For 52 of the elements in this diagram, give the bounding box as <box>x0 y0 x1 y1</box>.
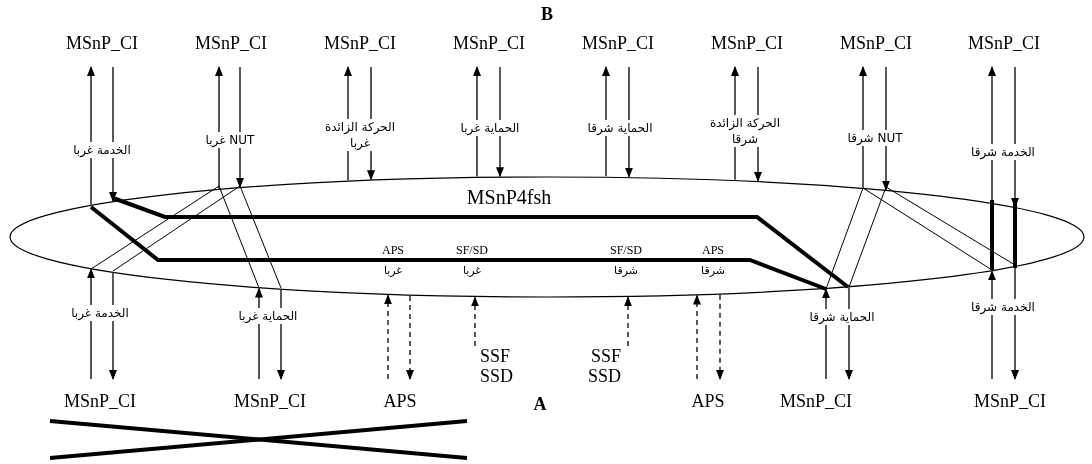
node-label: MSnP_CI <box>772 391 860 413</box>
arrow <box>716 294 724 380</box>
arrow <box>882 66 890 191</box>
arrow <box>236 66 244 188</box>
ring-port-label: شرقا <box>614 264 638 278</box>
edge-label: الخدمة شرقا <box>969 299 1037 315</box>
edge-label: الحماية غربا <box>458 120 522 136</box>
arrow <box>109 66 117 202</box>
ring-port-label: SF/SD <box>610 243 642 257</box>
arrow <box>87 66 95 206</box>
edge-label: الحماية شرقا <box>807 309 877 325</box>
node-label: MSnP_CI <box>58 33 146 55</box>
edge-label: الحماية غربا <box>236 308 300 324</box>
edge-label: NUT غربا <box>203 132 257 148</box>
arrow <box>1011 66 1019 208</box>
edge-label: الخدمة شرقا <box>969 144 1037 160</box>
arrow <box>215 66 223 190</box>
node-label: MSnP_CI <box>832 33 920 55</box>
node-label: SSF SSD <box>580 346 635 388</box>
node-label: MSnP_CI <box>226 391 314 413</box>
node-label: MSnP_CI <box>56 391 144 413</box>
node-label: MSnP_CI <box>966 391 1054 413</box>
node-label: MSnP_CI <box>574 33 662 55</box>
edge-label: NUT شرقا <box>845 130 905 146</box>
arrow <box>624 296 632 347</box>
arrow <box>384 294 392 380</box>
node-label: MSnP_CI <box>445 33 533 55</box>
arrow <box>988 66 996 204</box>
node-label: MSnP_CI <box>187 33 275 55</box>
ring-port-label: غربا <box>383 264 403 278</box>
panel-letter: B <box>541 4 553 24</box>
edge-label: الخدمة غربا <box>71 142 133 158</box>
node-label: APS <box>380 391 420 413</box>
panel-letter: A <box>533 394 547 414</box>
arrow <box>1011 266 1019 380</box>
ring-port-label: غربا <box>462 264 482 278</box>
arrow <box>859 66 867 189</box>
arrow <box>693 294 701 380</box>
node-label: MSnP_CI <box>960 33 1048 55</box>
ring-port-label: SF/SD <box>456 243 488 257</box>
node-label: SSF SSD <box>468 346 518 388</box>
ring-port-label: شرقا <box>701 264 725 278</box>
node-label: APS <box>688 391 728 413</box>
ring-port-label: APS <box>382 243 404 257</box>
node-label: MSnP_CI <box>703 33 791 55</box>
edge-label: الحماية شرقا <box>585 120 655 136</box>
arrow <box>406 295 414 380</box>
arrow <box>471 296 479 347</box>
ring-label: MSnP4fsh <box>465 186 553 208</box>
ring-port-label: APS <box>702 243 724 257</box>
node-label: MSnP_CI <box>316 33 404 55</box>
edge-label: الخدمة غربا <box>69 305 131 321</box>
